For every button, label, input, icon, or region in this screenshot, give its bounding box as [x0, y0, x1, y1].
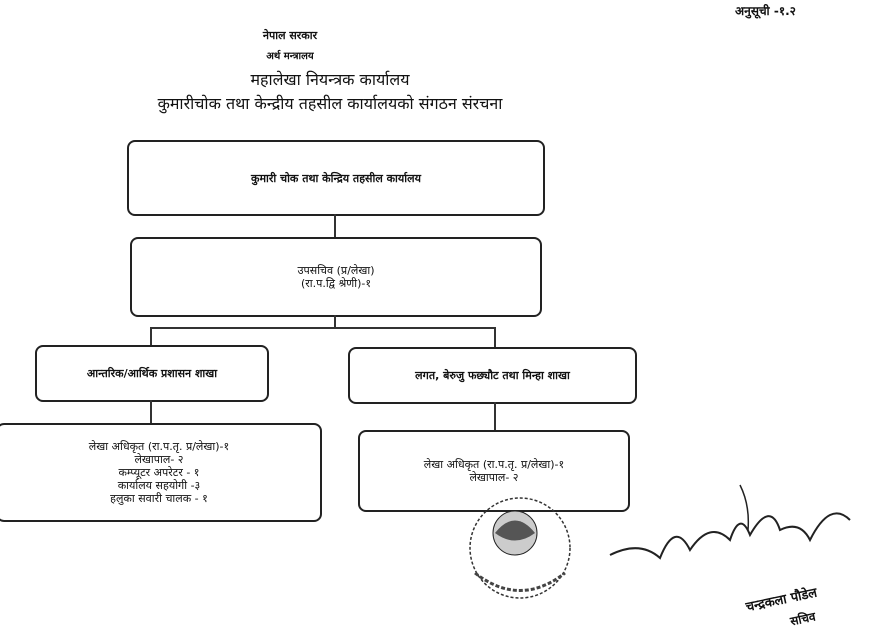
staff-item: लेखा अधिकृत (रा.प.तृ. प्र/लेखा)-१: [423, 458, 565, 471]
connector: [150, 400, 152, 424]
head-grade: (रा.प.द्वि श्रेणी)-१: [300, 277, 372, 290]
top-office-box: कुमारी चोक तथा केन्द्रिय तहसील कार्यालय: [127, 140, 545, 216]
connector: [494, 327, 496, 348]
office-seal: [469, 497, 571, 599]
staff-item: लेखा अधिकृत (रा.प.तृ. प्र/लेखा)-१: [88, 440, 230, 453]
top-office-label: कुमारी चोक तथा केन्द्रिय तहसील कार्यालय: [251, 171, 421, 185]
ministry-label: अर्थ मन्त्रालय: [266, 51, 314, 62]
signature: [609, 484, 851, 560]
gov-label: नेपाल सरकार: [262, 29, 318, 42]
left-staff-box: लेखा अधिकृत (रा.प.तृ. प्र/लेखा)-१ लेखापा…: [0, 423, 322, 522]
staff-item: कम्प्यूटर अपरेटर - १: [118, 466, 200, 479]
staff-item: कार्यालय सहयोगी -३: [117, 479, 201, 492]
staff-item: हलुका सवारी चालक - १: [110, 492, 208, 505]
annex-label: अनुसूची -१.२: [735, 4, 796, 18]
connector: [494, 402, 496, 431]
right-branch-label: लगत, बेरुजु फछ्यौट तथा मिन्हा शाखा: [415, 369, 570, 382]
staff-item: लेखापाल- २: [469, 471, 519, 484]
right-staff-box: लेखा अधिकृत (रा.प.तृ. प्र/लेखा)-१ लेखापा…: [358, 430, 630, 512]
page-title: कुमारीचोक तथा केन्द्रीय तहसील कार्यालयको…: [157, 94, 503, 113]
left-branch-box: आन्तरिक/आर्थिक प्रशासन शाखा: [35, 345, 269, 402]
signatory-designation: सचिव: [788, 609, 817, 629]
connector: [150, 327, 496, 329]
right-branch-box: लगत, बेरुजु फछ्यौट तथा मिन्हा शाखा: [348, 347, 637, 404]
connector: [334, 214, 336, 238]
connector: [334, 315, 336, 328]
head-box: उपसचिव (प्र/लेखा) (रा.प.द्वि श्रेणी)-१: [130, 237, 542, 317]
left-branch-label: आन्तरिक/आर्थिक प्रशासन शाखा: [86, 367, 218, 380]
connector: [150, 327, 152, 346]
office-title: महालेखा नियन्त्रक कार्यालय: [250, 70, 410, 89]
head-title: उपसचिव (प्र/लेखा): [297, 264, 375, 277]
staff-item: लेखापाल- २: [134, 453, 184, 466]
